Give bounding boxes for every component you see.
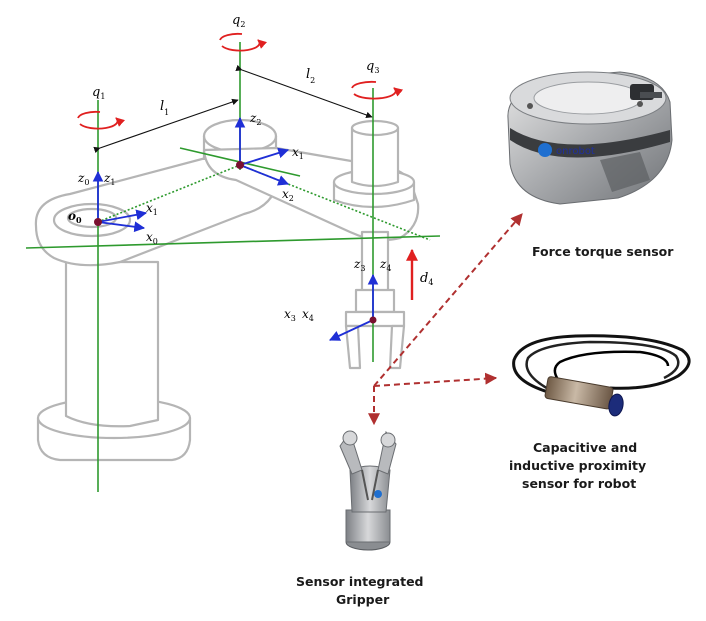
caption-gripper-2: Gripper bbox=[336, 592, 390, 607]
scara-robot bbox=[34, 118, 420, 462]
frame0-x1-arrow bbox=[97, 209, 148, 223]
onrobot-logo-icon bbox=[538, 143, 552, 157]
frame2-x1-arrow bbox=[239, 147, 290, 166]
onrobot-logo-text: onrobot bbox=[556, 146, 595, 157]
label-z2: z2 bbox=[249, 111, 261, 127]
frame2-x2-arrow bbox=[239, 164, 290, 186]
origin-o0-dot bbox=[94, 218, 102, 226]
label-z0: z0 bbox=[77, 171, 89, 187]
label-x1-arm: x1 bbox=[292, 145, 304, 161]
horizontal-axis-base bbox=[25, 235, 441, 249]
rotation-q1-back bbox=[77, 110, 101, 119]
label-q1: q1 bbox=[92, 85, 105, 101]
coordinate-frames bbox=[92, 116, 379, 341]
label-d4: d4 bbox=[420, 271, 433, 287]
label-o0: o0 bbox=[68, 209, 82, 225]
caption-proximity-3: sensor for robot bbox=[522, 476, 636, 491]
link-length-arrows bbox=[93, 64, 373, 154]
caption-proximity-1: Capacitive and bbox=[533, 440, 637, 455]
label-x0: x0 bbox=[146, 230, 158, 246]
rotation-q3-back bbox=[351, 80, 377, 89]
rotation-q3-icon bbox=[353, 87, 404, 100]
pointer-proximity bbox=[373, 372, 498, 387]
label-x2: x2 bbox=[282, 187, 294, 203]
label-z3: z3 bbox=[353, 257, 365, 273]
label-q3: q3 bbox=[366, 59, 379, 75]
rotation-q2-back bbox=[219, 32, 243, 41]
label-x3: x3 bbox=[284, 307, 296, 323]
label-z4: z4 bbox=[379, 257, 391, 273]
gripper-image bbox=[339, 430, 397, 551]
rotation-q2-icon bbox=[221, 39, 268, 52]
sensor-pointers bbox=[368, 213, 523, 426]
pointer-force-torque bbox=[373, 213, 523, 387]
label-l2: l2 bbox=[306, 67, 315, 85]
origin-joint3-dot bbox=[369, 316, 377, 324]
proximity-sensor-image bbox=[512, 334, 691, 417]
label-x4: x4 bbox=[302, 307, 314, 323]
force-torque-sensor-image: onrobot bbox=[507, 71, 673, 205]
l1-arrow bbox=[93, 98, 239, 154]
caption-proximity-2: inductive proximity bbox=[509, 458, 646, 473]
caption-force-torque: Force torque sensor bbox=[532, 244, 674, 259]
label-q2: q2 bbox=[232, 13, 245, 29]
caption-gripper-1: Sensor integrated bbox=[296, 574, 424, 589]
frame3-x-arrow bbox=[329, 319, 374, 341]
gripper-logo-icon bbox=[374, 490, 382, 498]
link1-dotted bbox=[97, 164, 241, 223]
origin-joint2-dot bbox=[236, 161, 244, 169]
label-z1: z1 bbox=[103, 171, 115, 187]
l2-arrow bbox=[235, 64, 373, 119]
label-x1-base: x1 bbox=[146, 201, 158, 217]
label-l1: l1 bbox=[160, 99, 169, 117]
frame0-x0-arrow bbox=[97, 221, 146, 233]
